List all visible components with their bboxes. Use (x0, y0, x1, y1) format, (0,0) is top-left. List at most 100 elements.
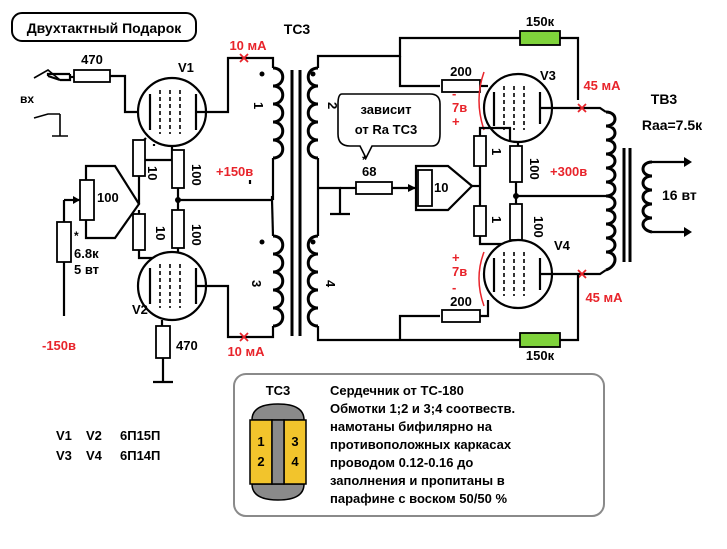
tube-v2-label: V2 (132, 302, 148, 317)
info-line-2: Обмотки 1;2 и 3;4 соотвеств. (330, 401, 515, 416)
current-v3: 45 мА (583, 78, 621, 93)
tube-v4-label: V4 (554, 238, 571, 253)
input-label: вх (20, 92, 34, 106)
tube-list-v2: V2 (86, 428, 102, 443)
voltage-plus150: +150в (216, 164, 253, 179)
current-v2: 10 мА (227, 344, 265, 359)
current-v1: 10 мА (229, 38, 267, 53)
resistor-150k-top-label: 150к (526, 14, 555, 29)
pot-10 (417, 169, 433, 207)
title-box (11, 12, 197, 42)
resistor-10-a (132, 139, 146, 177)
resistor-10-b-label: 10 (153, 226, 168, 240)
resistor-200-top-label: 200 (450, 64, 472, 79)
pot-100-label: 100 (97, 190, 119, 205)
coil-2 (306, 66, 319, 160)
resistor-470-input-label: 470 (81, 52, 103, 67)
info-box-title: ТС3 (266, 383, 291, 398)
resistor-10-a-label: 10 (145, 166, 160, 180)
resistor-470-grid-label: 470 (176, 338, 198, 353)
resistor-100-c (509, 145, 523, 183)
tube-v3-label: V3 (540, 68, 556, 83)
resistor-6k8-label: 6.8к (74, 246, 99, 261)
resistor-100-d (509, 203, 523, 241)
info-line-3: намотаны бифилярно на (330, 419, 493, 434)
current-mark-v2 (239, 332, 249, 342)
resistor-1-a-label: 1 (489, 148, 504, 155)
raa-label: Raa=7.5к (642, 117, 703, 133)
resistor-150k-top (519, 30, 561, 46)
info-line-7: парафине с воском 50/50 % (330, 491, 507, 506)
pot-100 (79, 179, 95, 221)
coil-1 (272, 66, 285, 160)
resistor-470-input (73, 69, 111, 83)
tube-list-type2: 6П14П (120, 448, 160, 463)
callout-line2: от Ra ТС3 (355, 122, 417, 137)
resistor-100-a (171, 149, 185, 189)
coil-3 (272, 234, 285, 328)
resistor-1-a (473, 135, 487, 167)
current-mark-v3 (577, 103, 587, 113)
resistor-100-a-label: 100 (189, 164, 204, 186)
resistor-200-bottom (441, 309, 481, 323)
resistor-100-c-label: 100 (527, 158, 542, 180)
pot-10-label: 10 (434, 180, 448, 195)
resistor-68-mark: * (362, 153, 367, 167)
bobbin-icon (249, 403, 307, 501)
resistor-6k8-mark: * (74, 229, 79, 243)
resistor-100-b-label: 100 (189, 224, 204, 246)
tube-list-v3: V3 (56, 448, 72, 463)
tube-list-type1: 6П15П (120, 428, 160, 443)
resistor-200-bottom-label: 200 (450, 294, 472, 309)
resistor-6k8-power: 5 вт (74, 262, 99, 277)
tv3-secondary-coil (641, 160, 653, 234)
speaker-label: 16 вт (662, 187, 697, 203)
tube-list-v4: V4 (86, 448, 103, 463)
resistor-10-b (132, 213, 146, 251)
tv3-primary-coil (605, 110, 617, 272)
tube-v1-label: V1 (178, 60, 194, 75)
info-box (233, 373, 605, 517)
resistor-1-b (473, 205, 487, 237)
minus-bottom: - (452, 280, 456, 295)
resistor-1-b-label: 1 (489, 216, 504, 223)
tube-list-v1: V1 (56, 428, 72, 443)
bobbin-label-4: 4 (291, 454, 299, 469)
tv3-label: ТВ3 (651, 91, 678, 107)
resistor-6k8 (56, 221, 72, 263)
callout-line1: зависит (360, 102, 411, 117)
voltage-plus300: +300в (550, 164, 587, 179)
coil-1-label: 1 (251, 102, 266, 109)
voltage-7v-top: 7в (452, 100, 467, 115)
voltage-minus150: -150в (42, 338, 76, 353)
coil-4 (306, 234, 319, 328)
coil-3-label: 3 (249, 280, 264, 287)
resistor-100-d-label: 100 (531, 216, 546, 238)
resistor-68 (355, 181, 393, 195)
plus-bottom: + (452, 250, 460, 265)
resistor-100-b (171, 209, 185, 249)
info-line-5: проводом 0.12-0.16 до (330, 455, 473, 470)
bobbin-label-2: 2 (257, 454, 264, 469)
current-v4: 45 мА (585, 290, 623, 305)
resistor-68-label: 68 (362, 164, 376, 179)
resistor-200-top (441, 79, 481, 93)
minus-top: - (452, 86, 456, 101)
title: Двухтактный Подарок (27, 20, 183, 36)
bobbin-label-3: 3 (291, 434, 298, 449)
callout-bubble (337, 93, 441, 160)
info-line-6: заполнения и пропитаны в (330, 473, 505, 488)
coil-4-label: 4 (323, 280, 338, 288)
info-line-1: Сердечник от ТС-180 (330, 383, 464, 398)
resistor-150k-bottom-label: 150к (526, 348, 555, 363)
plus-top: + (452, 114, 460, 129)
resistor-470-grid (155, 325, 171, 359)
resistor-150k-bottom (519, 332, 561, 348)
coil-2-label: 2 (325, 102, 340, 109)
ts3-label: ТС3 (284, 21, 311, 37)
bobbin-label-1: 1 (257, 434, 264, 449)
current-mark-v4 (577, 269, 587, 279)
input-terminal-icon (33, 69, 61, 81)
current-mark-v1 (239, 53, 249, 63)
